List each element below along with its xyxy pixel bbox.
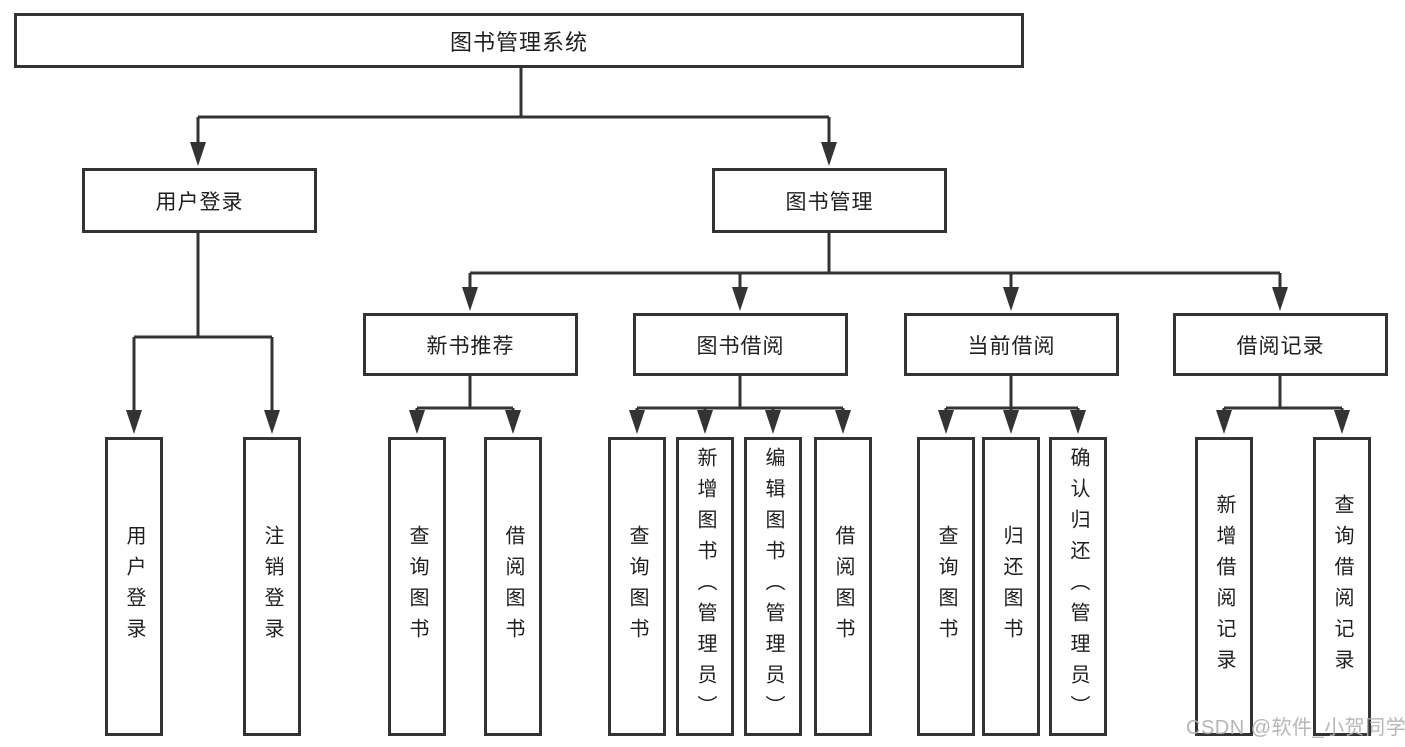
node-leaf-logout: 注销登录: [243, 437, 301, 736]
node-label: 确认归还（管理员）: [1067, 447, 1089, 726]
arrowhead-icon: [1070, 410, 1086, 434]
arrowhead-icon: [409, 410, 425, 434]
arrowhead-icon: [1216, 410, 1232, 434]
arrowhead-icon: [264, 410, 280, 434]
node-leaf-edit-books-admin: 编辑图书（管理员）: [744, 437, 802, 736]
node-current-borrowing: 当前借阅: [904, 313, 1119, 376]
node-label: 查询借阅记录: [1331, 493, 1353, 680]
node-label: 归还图书: [1000, 524, 1022, 649]
node-label: 查询图书: [406, 524, 428, 649]
node-label: 新增图书（管理员）: [694, 447, 716, 726]
node-leaf-confirm-return-admin: 确认归还（管理员）: [1049, 437, 1107, 736]
node-leaf-return-books: 归还图书: [982, 437, 1040, 736]
arrowhead-icon: [1334, 410, 1350, 434]
node-label: 图书管理系统: [449, 29, 588, 55]
arrowhead-icon: [126, 410, 142, 434]
node-leaf-query-borrow-record: 查询借阅记录: [1313, 437, 1371, 736]
arrowhead-icon: [1003, 410, 1019, 434]
node-book-borrowing: 图书借阅: [633, 313, 848, 376]
node-label: 借阅记录: [1236, 334, 1325, 358]
node-borrowing-records: 借阅记录: [1173, 313, 1388, 376]
node-label: 注销登录: [261, 524, 283, 649]
arrowhead-icon: [629, 410, 645, 434]
node-book-management: 图书管理: [712, 168, 947, 233]
node-leaf-add-books-admin: 新增图书（管理员）: [676, 437, 734, 736]
csdn-watermark: CSDN @软件_小贺同学: [1186, 717, 1405, 739]
arrowhead-icon: [732, 287, 748, 311]
node-leaf-add-borrow-record: 新增借阅记录: [1195, 437, 1253, 736]
arrowhead-icon: [938, 410, 954, 434]
node-label: 用户登录: [155, 190, 244, 214]
node-label: 图书借阅: [696, 334, 785, 358]
node-root-system: 图书管理系统: [14, 13, 1024, 68]
node-leaf-query-books: 查询图书: [917, 437, 975, 736]
arrowhead-icon: [1272, 287, 1288, 311]
node-label: 新书推荐: [426, 334, 515, 358]
node-new-book-recommend: 新书推荐: [363, 313, 578, 376]
arrowhead-icon: [190, 142, 206, 166]
node-label: 查询图书: [626, 524, 648, 649]
arrowhead-icon: [505, 410, 521, 434]
node-user-login: 用户登录: [82, 168, 317, 233]
node-label: 借阅图书: [832, 524, 854, 649]
node-label: 当前借阅: [967, 334, 1056, 358]
node-label: 新增借阅记录: [1213, 493, 1235, 680]
node-label: 查询图书: [935, 524, 957, 649]
node-label: 编辑图书（管理员）: [762, 447, 784, 726]
node-leaf-user-login: 用户登录: [105, 437, 163, 736]
arrowhead-icon: [1003, 287, 1019, 311]
arrowhead-icon: [821, 142, 837, 166]
arrowhead-icon: [765, 410, 781, 434]
node-leaf-borrow-books: 借阅图书: [484, 437, 542, 736]
node-leaf-borrow-books: 借阅图书: [814, 437, 872, 736]
node-leaf-query-books: 查询图书: [388, 437, 446, 736]
node-label: 借阅图书: [502, 524, 524, 649]
node-leaf-query-books: 查询图书: [608, 437, 666, 736]
arrowhead-icon: [697, 410, 713, 434]
node-label: 用户登录: [123, 524, 145, 649]
arrowhead-icon: [462, 287, 478, 311]
arrowhead-icon: [835, 410, 851, 434]
node-label: 图书管理: [785, 190, 874, 214]
